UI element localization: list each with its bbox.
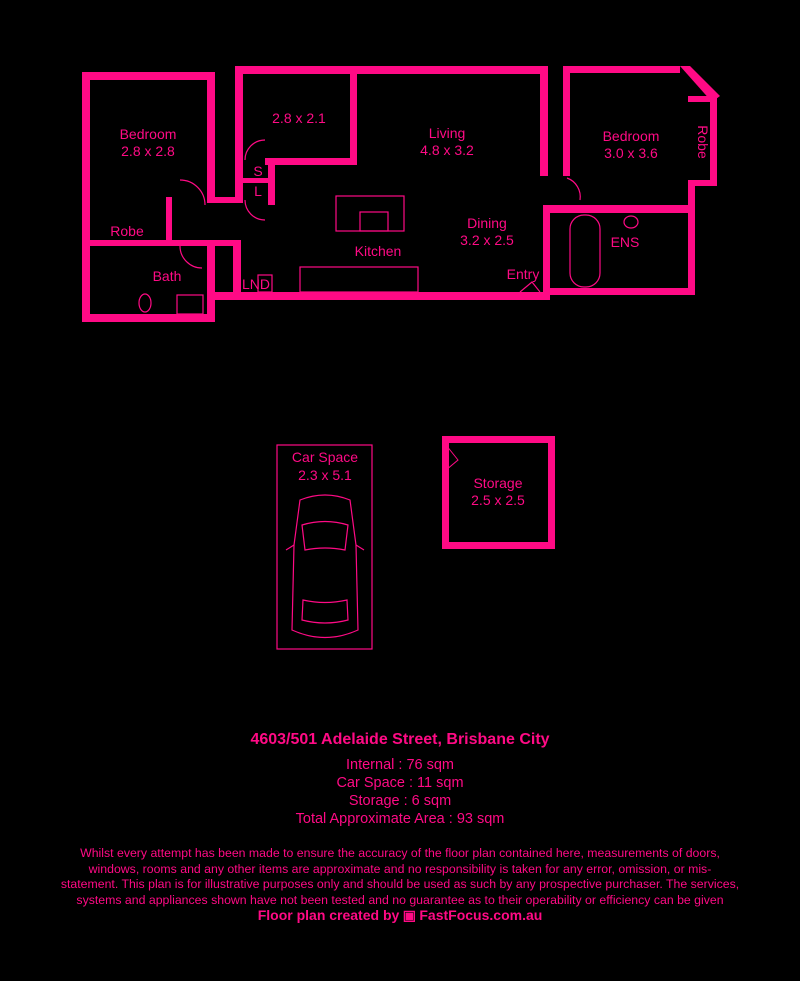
- door-swing: [244, 139, 266, 161]
- property-address: 4603/501 Adelaide Street, Brisbane City: [250, 731, 550, 748]
- internal-area: Internal : 76 sqm: [346, 757, 454, 773]
- room-name: L: [254, 183, 262, 199]
- room-name: Robe: [695, 125, 711, 159]
- toilet-icon: [138, 293, 152, 313]
- car-space-area: Car Space : 11 sqm: [336, 775, 464, 791]
- room-name: ENS: [611, 234, 640, 250]
- room-size: 2.5 x 2.5: [471, 492, 525, 508]
- room-size: 2.8 x 2.8: [121, 143, 175, 159]
- door-swing: [179, 245, 203, 269]
- storage: Storage 2.5 x 2.5: [442, 436, 555, 549]
- car-space: Car Space 2.3 x 5.1: [276, 444, 373, 650]
- car-icon: [285, 494, 365, 639]
- credit: Floor plan created by: [257, 907, 400, 923]
- room-name: Entry: [507, 266, 540, 282]
- kitchen-bench: [299, 266, 419, 293]
- toilet-icon: [623, 215, 639, 229]
- room-name: Dining: [467, 215, 507, 231]
- room-size: 2.3 x 5.1: [298, 467, 352, 483]
- area-summary: Internal : 76 sqm Car Space : 11 sqm Sto…: [0, 756, 800, 828]
- room-size: 3.2 x 2.5: [460, 232, 514, 248]
- kitchen-island: [335, 195, 405, 232]
- room-name: Bath: [153, 268, 182, 284]
- door-swing: [566, 177, 581, 201]
- room-size: 2.8 x 2.1: [272, 110, 326, 126]
- room-size: 4.8 x 3.2: [420, 142, 474, 158]
- room-name: Kitchen: [355, 243, 402, 259]
- room-name: S: [253, 163, 262, 179]
- room-size: 3.0 x 3.6: [604, 145, 658, 161]
- disclaimer: Whilst every attempt has been made to en…: [60, 846, 740, 907]
- room-name: Living: [429, 125, 466, 141]
- door-swing: [244, 199, 266, 221]
- room-name: LND: [242, 276, 270, 292]
- room-name: Bedroom: [603, 128, 660, 144]
- total-area: Total Approximate Area : 93 sqm: [295, 811, 505, 827]
- brand-logo-icon: ▣: [402, 907, 416, 923]
- entry-door: [519, 281, 541, 293]
- door-swing: [179, 179, 206, 206]
- bathtub-icon: [569, 214, 601, 288]
- room-name: Bedroom: [120, 126, 177, 142]
- room-labels: Bedroom 2.8 x 2.8 Robe Bath 2.8 x 2.1 S …: [110, 110, 711, 292]
- brand-name: FastFocus.com.au: [419, 907, 543, 923]
- room-name: Car Space: [292, 449, 358, 465]
- laundry-tub: [257, 274, 273, 293]
- vanity-icon: [176, 294, 204, 315]
- sink: [359, 211, 389, 232]
- fixtures: [90, 68, 680, 315]
- disclaimer-block: Whilst every attempt has been made to en…: [60, 846, 740, 925]
- room-name: Storage: [473, 475, 522, 491]
- room-name: Robe: [110, 223, 144, 239]
- storage-area: Storage : 6 sqm: [348, 793, 452, 809]
